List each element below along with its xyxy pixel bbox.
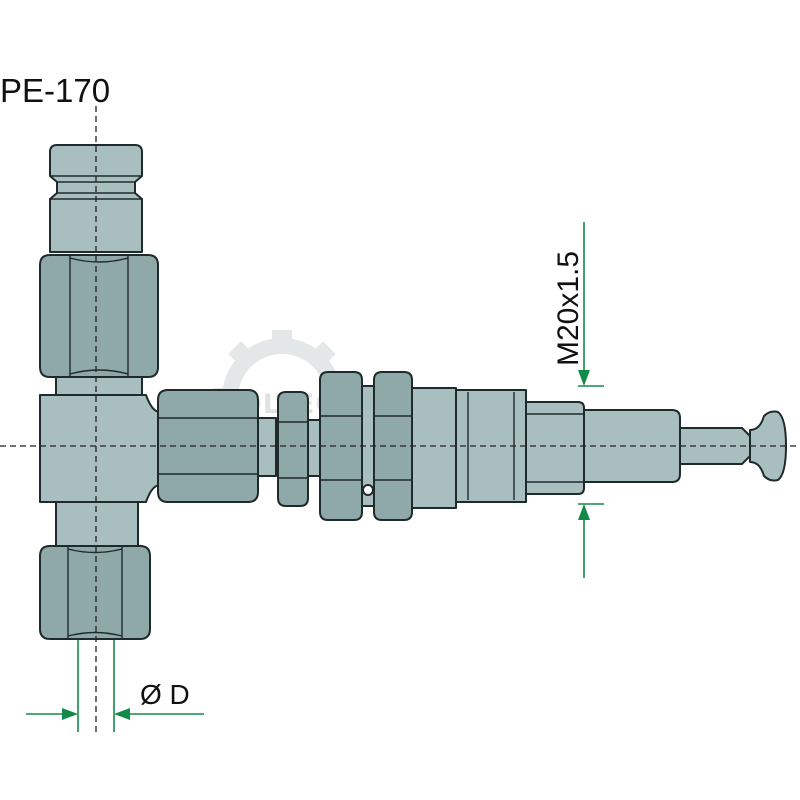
lower-neck xyxy=(55,501,139,548)
thread-section xyxy=(307,419,321,477)
upper-hex-nut xyxy=(39,254,159,378)
upper-collar xyxy=(55,376,143,396)
thread-dimension: M20x1.5 xyxy=(552,222,604,578)
branch-neck xyxy=(257,417,277,477)
body-shoulder xyxy=(525,401,585,495)
check-hole xyxy=(362,484,374,496)
small-hex xyxy=(277,391,309,507)
tee-fitting xyxy=(39,144,161,640)
thread-label: M20x1.5 xyxy=(552,251,585,366)
lower-hex-nut xyxy=(39,545,151,640)
part-title: PE-170 xyxy=(0,72,110,109)
body-collar xyxy=(411,387,457,509)
branch-hex-nut xyxy=(157,389,259,503)
tee-block xyxy=(39,394,161,503)
diameter-dimension: Ø D xyxy=(26,640,204,732)
diameter-label: Ø D xyxy=(140,679,190,710)
